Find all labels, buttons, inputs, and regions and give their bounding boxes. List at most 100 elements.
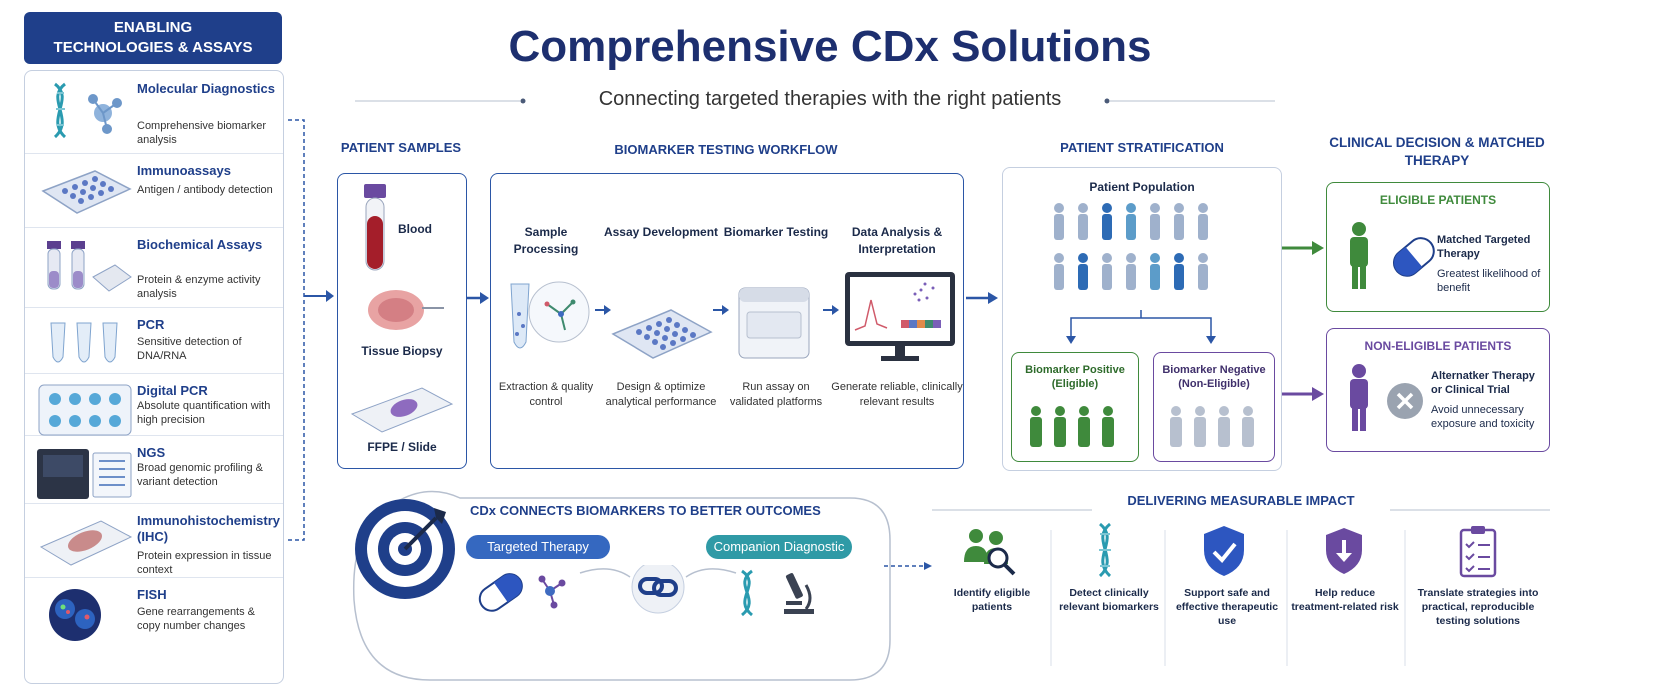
capsule-icon	[478, 573, 523, 612]
tissue-slide-icon	[39, 520, 133, 566]
page-subtitle: Connecting targeted therapies with the r…	[598, 88, 1062, 110]
data-monitor-icon	[845, 272, 955, 361]
negative-label: Biomarker Negative (Non-Eligible)	[1162, 364, 1266, 390]
step-desc: Generate reliable, clinically relevant r…	[831, 381, 963, 408]
impact-rule	[932, 509, 1550, 511]
sequencer-icon	[37, 449, 132, 499]
blood-tube-icon	[364, 184, 386, 271]
shield-arrow-down-icon	[1326, 528, 1362, 574]
arrow-right-icon	[1282, 241, 1324, 255]
dna-icon	[1098, 522, 1112, 578]
eligible-patients-icon	[1030, 406, 1114, 447]
tech-item-biochemical: Biochemical Assays Protein & enzyme acti…	[25, 227, 283, 308]
eligible-desc: Greatest likelihood of benefit	[1437, 268, 1541, 294]
technologies-list: Molecular Diagnostics Comprehensive biom…	[24, 70, 284, 684]
impact-item: Translate strategies into practical, rep…	[1417, 587, 1539, 627]
assay-plate-icon	[611, 309, 713, 359]
people-search-icon	[964, 529, 1016, 576]
impact-item: Identify eligible patients	[953, 587, 1031, 613]
positive-label: Biomarker Positive (Eligible)	[1025, 364, 1125, 390]
step-title: Sample Processing	[513, 225, 579, 256]
tech-desc: Sensitive detection of DNA/RNA	[137, 336, 242, 362]
target-icon	[355, 499, 455, 599]
arrow-right-icon	[466, 292, 489, 304]
biomarker-negative-box: Biomarker Negative (Non-Eligible)	[1153, 352, 1275, 462]
non-eligible-patients-icon	[1170, 406, 1254, 447]
non-eligible-heading: NON-ELIGIBLE PATIENTS	[1364, 339, 1512, 353]
molecule-icon	[538, 575, 566, 609]
biomarker-positive-box: Biomarker Positive (Eligible)	[1011, 352, 1139, 462]
stratification-heading: PATIENT STRATIFICATION	[1060, 140, 1224, 155]
workflow-panel: Sample Processing Assay Development Biom…	[490, 173, 964, 469]
sample-processing-icon	[510, 281, 590, 349]
divider	[1286, 530, 1288, 666]
samples-panel: Blood Tissue Biopsy FFPE / Slide	[337, 173, 467, 469]
microscope-icon	[784, 573, 814, 614]
tech-title: Molecular Diagnostics	[137, 81, 275, 96]
impact-section: DELIVERING MEASURABLE IMPACT Identify el…	[932, 493, 1550, 686]
non-eligible-desc: Avoid unnecessary exposure and toxicity	[1431, 404, 1535, 430]
sample-label: Blood	[398, 222, 432, 236]
pcr-tubes-icon	[50, 322, 118, 363]
tech-title: Biochemical Assays	[137, 237, 263, 252]
tech-desc: Gene rearrangements & copy number change…	[137, 606, 256, 632]
fish-cells-icon	[49, 589, 101, 641]
samples-heading: PATIENT SAMPLES	[340, 140, 462, 155]
sidebar-connector	[288, 119, 334, 541]
cdx-icons	[478, 565, 814, 617]
eligible-panel: ELIGIBLE PATIENTS Matched Targeted Thera…	[1326, 182, 1550, 312]
tech-title: NGS	[137, 445, 166, 460]
divider	[1404, 530, 1406, 666]
subtitle-rule	[355, 98, 1275, 104]
sample-label: FFPE / Slide	[367, 440, 437, 454]
tech-item-pcr: PCR Sensitive detection of DNA/RNA	[25, 307, 283, 374]
decision-heading: CLINICAL DECISION & MATCHED THERAPY	[1329, 135, 1545, 168]
arrow-right-icon	[1282, 387, 1324, 401]
tech-item-fish: FISH Gene rearrangements & copy number c…	[25, 577, 283, 651]
step-title: Assay Development	[603, 225, 719, 239]
test-tubes-icon	[47, 241, 132, 292]
sidebar-header: ENABLING TECHNOLOGIES & ASSAYS	[24, 12, 282, 64]
dashed-connector	[884, 562, 932, 570]
tech-desc: Broad genomic profiling & variant detect…	[137, 462, 263, 488]
workflow-heading: BIOMARKER TESTING WORKFLOW	[614, 142, 838, 157]
tech-desc: Antigen / antibody detection	[137, 184, 273, 196]
tech-desc: Comprehensive biomarker analysis	[137, 120, 266, 146]
targeted-therapy-pill: Targeted Therapy	[466, 535, 610, 559]
eligible-title: Matched Targeted Therapy	[1437, 234, 1531, 260]
tissue-biopsy-icon	[368, 290, 444, 330]
sample-label: Tissue Biopsy	[361, 344, 443, 358]
patient-pill-icon	[1350, 222, 1435, 289]
tech-title: Immunoassays	[137, 163, 231, 178]
step-desc: Extraction & quality control	[498, 381, 594, 408]
stratification-panel: Patient Population Biomarker Positive (E…	[1002, 167, 1282, 471]
well-plate-icon	[41, 170, 132, 214]
page-title: Comprehensive CDx Solutions	[508, 22, 1152, 71]
arrow-right-icon	[595, 305, 611, 315]
tech-desc: Protein expression in tissue context	[137, 550, 272, 576]
tech-item-digital-pcr: Digital PCR Absolute quantification with…	[25, 373, 283, 436]
step-desc: Run assay on validated platforms	[729, 381, 823, 408]
impact-item: Support safe and effective therapeutic u…	[1175, 587, 1279, 627]
divider	[1164, 530, 1166, 666]
cdx-heading: CDx CONNECTS BIOMARKERS TO BETTER OUTCOM…	[470, 503, 821, 518]
sidebar-header-label: ENABLING TECHNOLOGIES & ASSAYS	[53, 19, 253, 56]
tech-item-molecular: Molecular Diagnostics Comprehensive biom…	[25, 71, 283, 154]
tech-desc: Absolute quantification with high precis…	[137, 400, 271, 426]
tech-title: PCR	[137, 317, 165, 332]
dna-icon	[740, 569, 754, 617]
tech-desc: Protein & enzyme activity analysis	[137, 274, 261, 300]
step-desc: Design & optimize analytical performance	[605, 381, 717, 408]
arrow-right-icon	[966, 292, 998, 304]
non-eligible-title: Alternatker Therapy or Clinical Trial	[1431, 370, 1535, 396]
dna-molecule-icon	[53, 82, 122, 139]
companion-diagnostic-pill: Companion Diagnostic	[706, 535, 852, 559]
population-label: Patient Population	[1089, 180, 1195, 194]
patient-x-icon	[1350, 364, 1423, 431]
step-title: Data Analysis & Interpretation	[851, 225, 943, 256]
droplet-grid-icon	[38, 384, 132, 436]
tech-item-ngs: NGS Broad genomic profiling & variant de…	[25, 435, 283, 504]
split-bracket	[1066, 310, 1216, 344]
shield-check-icon	[1204, 526, 1244, 576]
slide-icon	[350, 387, 454, 433]
